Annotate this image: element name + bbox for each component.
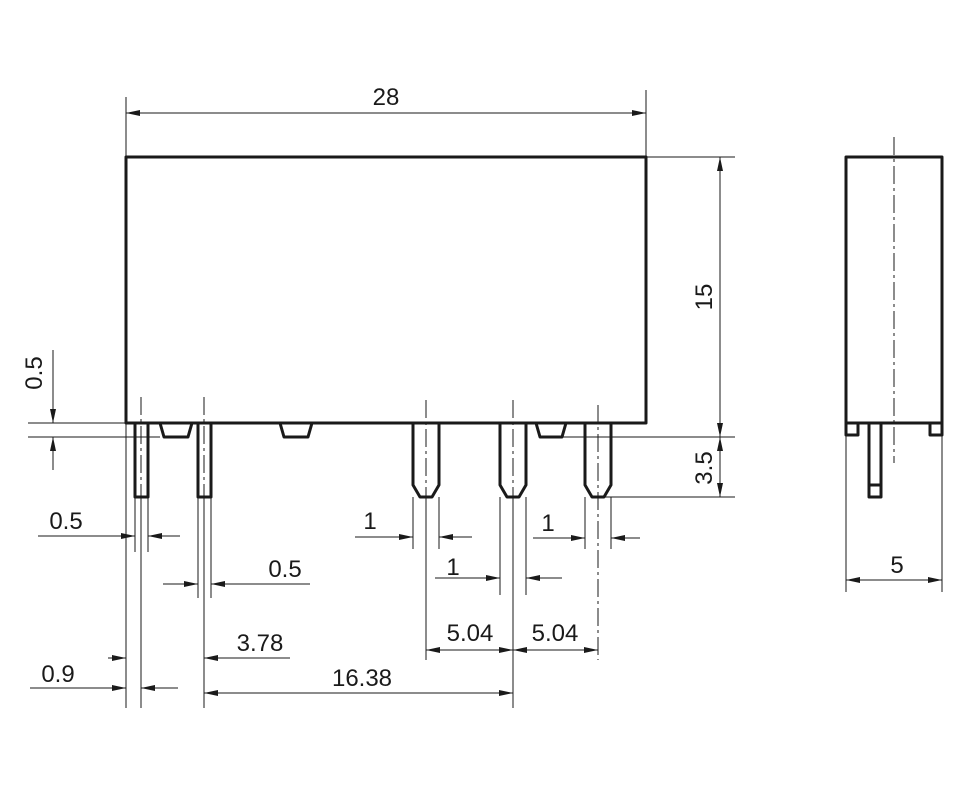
- dim-3-78-label: 3.78: [237, 630, 284, 657]
- standoff-bump: [534, 422, 568, 439]
- dim-pin3-width-label: 1: [363, 508, 376, 535]
- dimensions: 28 15 3.5 0.5 0.5 0.5 3.78 0.9 16.38 1 1…: [21, 84, 723, 696]
- standoff-bump: [928, 421, 944, 437]
- dim-standoff-label: 0.5: [21, 356, 48, 389]
- standoff-bump: [844, 421, 860, 437]
- dim-pitch-a-label: 5.04: [447, 620, 494, 647]
- pin-side: [867, 423, 883, 499]
- dim-0-9-label: 0.9: [41, 661, 74, 688]
- relay-body: [124, 155, 648, 425]
- dim-pin5-width-label: 1: [541, 510, 554, 537]
- dim-depth-label: 5: [890, 552, 903, 579]
- dim-pitch-b-label: 5.04: [532, 620, 579, 647]
- dim-pin2-width-label: 0.5: [268, 556, 301, 583]
- dim-16-38-label: 16.38: [332, 665, 392, 692]
- dim-width-label: 28: [373, 84, 400, 111]
- front-view: [124, 155, 648, 660]
- standoff-bump: [158, 422, 194, 439]
- standoff-bump: [278, 422, 314, 439]
- side-view: 5: [844, 137, 944, 592]
- dim-pin1-width-label: 0.5: [49, 508, 82, 535]
- dim-pin4-width-label: 1: [446, 554, 459, 581]
- extension-lines: [28, 90, 735, 708]
- dim-height-label: 15: [691, 284, 718, 311]
- dim-pin-length-label: 3.5: [691, 451, 718, 484]
